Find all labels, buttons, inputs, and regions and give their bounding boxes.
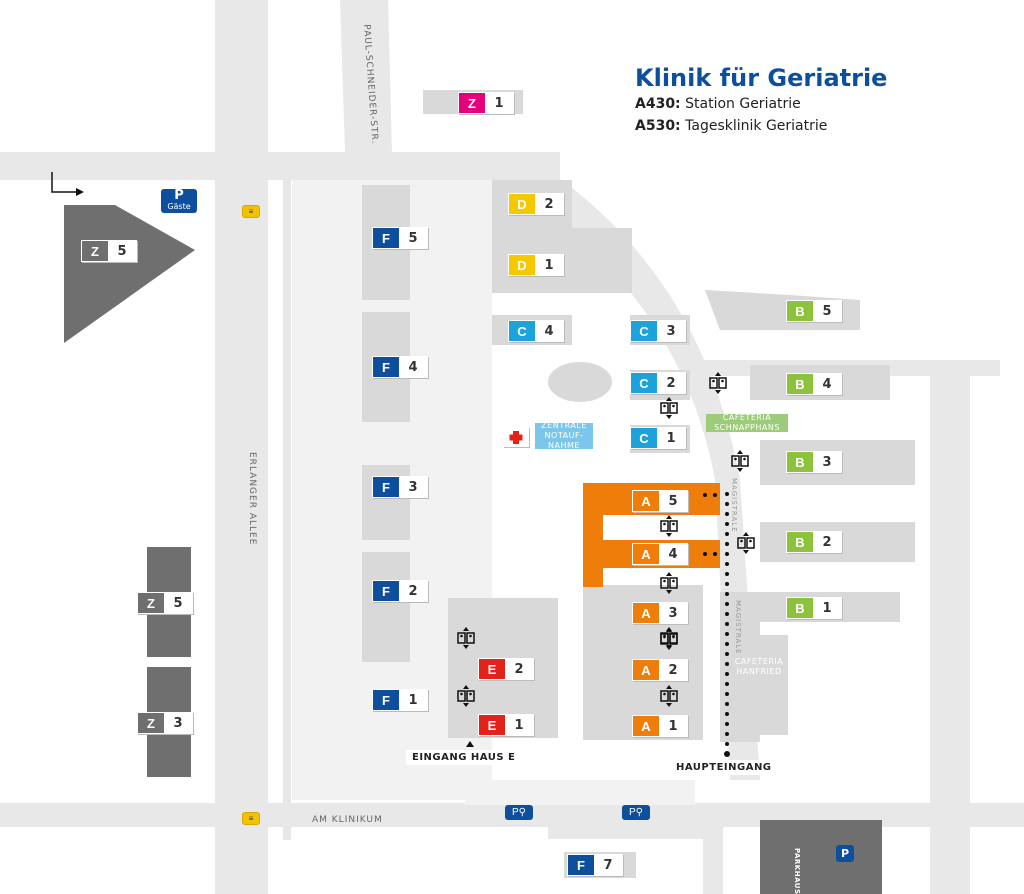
elevator-icon — [734, 531, 758, 555]
bicycle-parking-icon: P⚲ — [505, 805, 533, 820]
elevator-icon — [657, 684, 681, 708]
street-am-klinikum: AM KLINIKUM — [312, 815, 383, 825]
entrance-arrow-icon — [465, 736, 475, 747]
elevator-icon — [657, 514, 681, 538]
parking-guests-badge[interactable]: P Gäste — [161, 189, 197, 213]
bicycle-parking-icon: P⚲ — [622, 805, 650, 820]
elevator-icon — [657, 627, 681, 651]
elevator-icon — [454, 684, 478, 708]
cafeteria-hanfried[interactable]: CAFETERIA HANFRIED — [734, 657, 784, 676]
legend-item-a530: A530: Tagesklinik Geriatrie — [635, 118, 828, 134]
notaufnahme-box[interactable]: ZENTRALE NOTAUF-NAHME — [535, 421, 593, 450]
street-magistrale-lower: MAGISTRALE — [734, 600, 742, 655]
street-magistrale-upper: MAGISTRALE — [730, 478, 738, 533]
legend-item-a430: A430: Station Geriatrie — [635, 96, 801, 112]
elevator-icon — [728, 449, 752, 473]
entrance-haupteingang[interactable]: HAUPTEINGANG — [670, 760, 778, 775]
street-erlanger-allee: ERLANGER ALLEE — [247, 452, 257, 546]
parking-guests-label: Gäste — [167, 202, 191, 211]
parkhaus-parking-icon[interactable]: P — [836, 845, 854, 862]
bus-stop-icon: ≡ — [242, 205, 260, 218]
elevator-icon — [706, 371, 730, 395]
parking-icon: P — [174, 188, 184, 203]
parkhaus-label: PARKHAUS — [793, 848, 801, 894]
elevator-icon — [454, 626, 478, 650]
bus-stop-icon: ≡ — [242, 812, 260, 825]
legend-title: Klinik für Geriatrie — [635, 64, 888, 92]
elevator-icon — [657, 571, 681, 595]
emergency-cross-icon — [503, 427, 529, 447]
elevator-icon — [657, 396, 681, 420]
cafeteria-schnapphans[interactable]: CAFETERIA SCHNAPPHANS — [706, 413, 788, 432]
entrance-haus-e[interactable]: EINGANG HAUS E — [406, 750, 522, 765]
